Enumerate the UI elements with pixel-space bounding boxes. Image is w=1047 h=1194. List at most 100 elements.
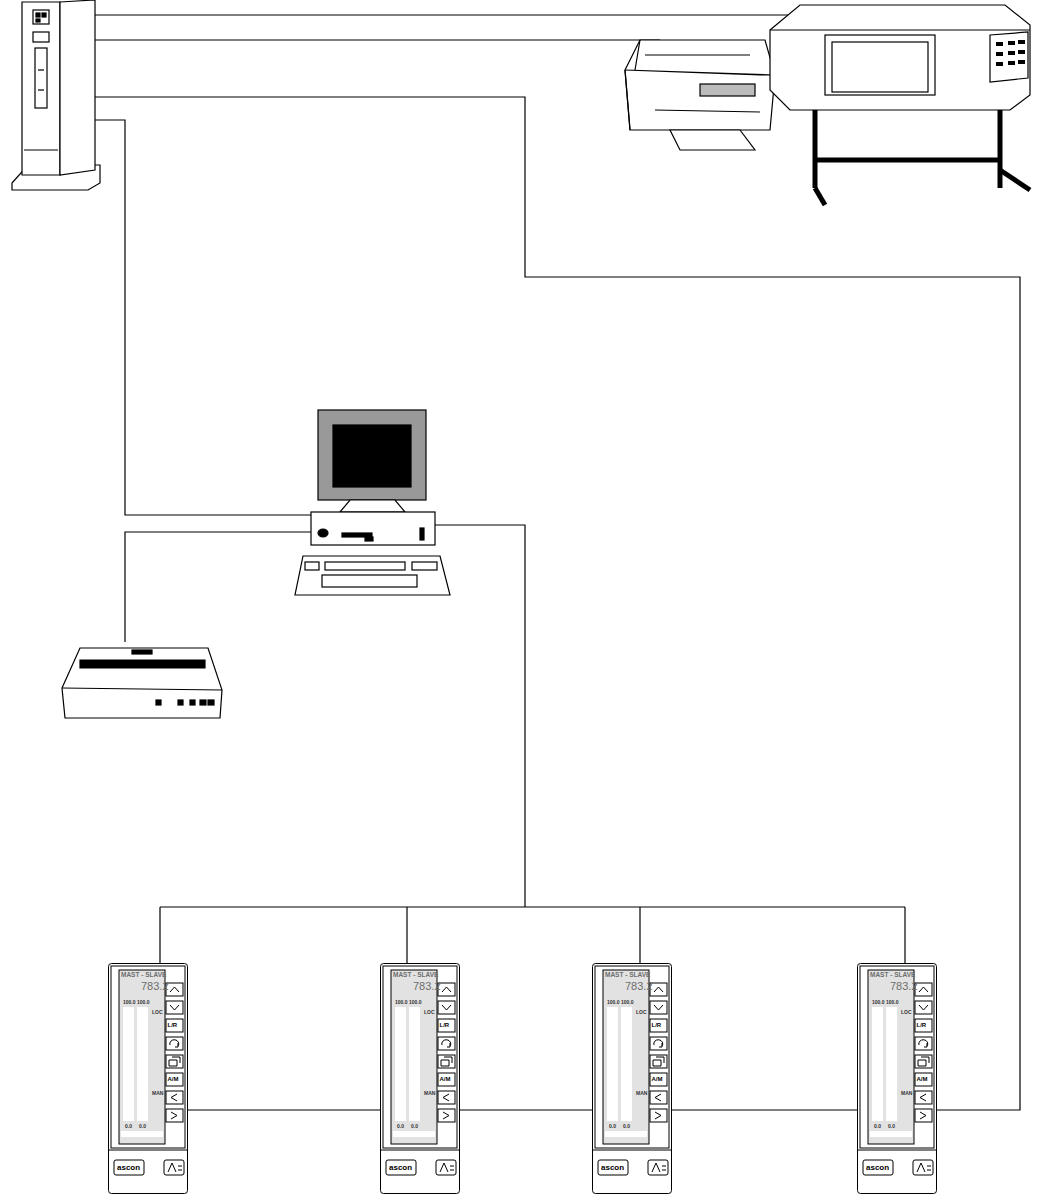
controller-outline-part-part bbox=[919, 987, 928, 992]
desktop-computer-part bbox=[340, 500, 405, 512]
controller-outline-part-part bbox=[650, 1019, 667, 1032]
controller-outline-part-part bbox=[380, 1150, 460, 1151]
mode-label: LOC bbox=[152, 1010, 163, 1015]
network-wires bbox=[95, 15, 1020, 1110]
controller-outline-part-part bbox=[863, 1160, 893, 1175]
controller-outline-part-part bbox=[393, 1131, 435, 1137]
controller-unit: MAST - SLAVE783.2100.0100.0LOCMAN0.00.0L… bbox=[857, 963, 937, 1194]
controller-outline-part-part bbox=[436, 1160, 456, 1175]
button-label: A/M bbox=[652, 1076, 663, 1082]
controller-outline-part-part bbox=[650, 983, 667, 996]
plotter-part-part bbox=[1008, 41, 1015, 45]
plotter-part bbox=[770, 29, 1030, 30]
controller-outline-part-part bbox=[441, 1057, 452, 1066]
desktop-computer-part bbox=[322, 575, 417, 587]
scale-label: 0.0 bbox=[609, 1124, 616, 1129]
controller-outline-part-part bbox=[442, 987, 451, 992]
tower-computer-part bbox=[33, 10, 49, 24]
scale-label: 0.0 bbox=[888, 1124, 895, 1129]
controller-outline-part-part bbox=[872, 1007, 883, 1121]
desktop-computer-part bbox=[333, 425, 411, 487]
controller-outline-part-part bbox=[438, 1019, 455, 1032]
controller-outline-part-part bbox=[137, 1007, 148, 1121]
controller-outline-part-part bbox=[886, 1007, 897, 1121]
scale-label: 100.0 bbox=[621, 1000, 634, 1005]
controller-outline-part-part bbox=[386, 1160, 416, 1175]
mode-label: MAN bbox=[152, 1091, 163, 1096]
laser-printer-part bbox=[625, 70, 775, 75]
scale-label: 0.0 bbox=[623, 1124, 630, 1129]
scale-label: 100.0 bbox=[886, 1000, 899, 1005]
controller-outline-part-part bbox=[391, 970, 437, 1144]
controller-outline-part-part bbox=[442, 1005, 451, 1010]
tower-computer-part bbox=[38, 89, 44, 90]
controller-outline-part-part bbox=[170, 1005, 179, 1010]
laser-printer-part bbox=[700, 84, 755, 96]
network-wires-part bbox=[95, 120, 312, 515]
controller-outline-part-part bbox=[443, 1094, 449, 1101]
controller-outline-part-part bbox=[166, 1055, 183, 1068]
plotter-part-part bbox=[996, 52, 1003, 56]
display-value: 783.2 bbox=[413, 981, 441, 992]
controller-outline-part-part bbox=[860, 966, 934, 1148]
scale-label: 0.0 bbox=[411, 1124, 418, 1129]
desktop-computer-part bbox=[318, 529, 328, 537]
mode-label: LOC bbox=[636, 1010, 647, 1015]
controller-outline-part-part bbox=[593, 964, 672, 1194]
plotter-part-part bbox=[1000, 170, 1030, 190]
controller-outline-part-part bbox=[595, 966, 669, 1148]
mode-label: MAN bbox=[424, 1091, 435, 1096]
brand-logo: ascon bbox=[601, 1164, 624, 1172]
plotter-part-part bbox=[1008, 61, 1015, 65]
controller-outline-part-part bbox=[621, 1007, 632, 1121]
button-label: L/R bbox=[917, 1022, 927, 1028]
desktop-computer-part bbox=[311, 512, 435, 545]
controller-outline-part-part bbox=[166, 983, 183, 996]
tower-computer-part bbox=[36, 19, 40, 22]
display-title: MAST - SLAVE bbox=[605, 972, 650, 979]
controller-outline-part-part bbox=[858, 964, 937, 1194]
controller-outline-part-part bbox=[915, 1091, 932, 1104]
controller-outline-part-part bbox=[170, 987, 179, 992]
controller-outline-part-part bbox=[109, 964, 188, 1194]
controller-outline-part-part bbox=[438, 1109, 455, 1122]
controller-outline-part-part bbox=[443, 1112, 449, 1119]
dot-matrix-printer-part bbox=[178, 700, 183, 705]
network-wires-part bbox=[125, 532, 312, 642]
plotter-part-part bbox=[815, 188, 825, 205]
dot-matrix-printer-part bbox=[208, 700, 214, 705]
controller-outline-part-part bbox=[650, 1091, 667, 1104]
plotter-part bbox=[815, 110, 1030, 205]
controller-outline-part-part bbox=[650, 1037, 667, 1050]
controller-outline-part-part bbox=[655, 1094, 661, 1101]
display-title: MAST - SLAVE bbox=[870, 972, 915, 979]
controller-outline-part-part bbox=[648, 1160, 668, 1175]
controller-outline-part-part bbox=[164, 1160, 184, 1175]
controller-outline-part-part bbox=[438, 1001, 455, 1014]
brand-logo: ascon bbox=[117, 1164, 140, 1172]
tower-computer-part bbox=[36, 13, 40, 17]
display-value: 783.2 bbox=[625, 981, 653, 992]
controller-outline-part-part bbox=[166, 1037, 183, 1050]
controller-outline-part-part bbox=[607, 1007, 618, 1121]
plotter-part bbox=[770, 5, 1030, 110]
button-label: L/R bbox=[168, 1022, 178, 1028]
controller-outline-part-part bbox=[123, 1007, 134, 1121]
controller-outline-part-part bbox=[920, 1094, 926, 1101]
bus-cable bbox=[188, 1109, 380, 1110]
mode-label: MAN bbox=[901, 1091, 912, 1096]
controller-outline-part-part bbox=[653, 1057, 664, 1066]
scale-label: 100.0 bbox=[123, 1000, 136, 1005]
tower-computer-part bbox=[22, 2, 60, 175]
controller-outline-part-part bbox=[913, 1160, 933, 1175]
controller-outline-part-part bbox=[381, 964, 460, 1194]
button-label: L/R bbox=[652, 1022, 662, 1028]
controller-outline-part-part bbox=[652, 1163, 666, 1172]
laser-printer-part bbox=[625, 70, 630, 130]
controller-outline-part-part bbox=[650, 1055, 667, 1068]
plotter-part-part bbox=[996, 42, 1003, 46]
controller-outline-part-part bbox=[114, 1160, 144, 1175]
plotter-part bbox=[990, 32, 1028, 82]
controller-outline-part-part bbox=[603, 970, 649, 1144]
controller-outline-part-part bbox=[915, 1001, 932, 1014]
